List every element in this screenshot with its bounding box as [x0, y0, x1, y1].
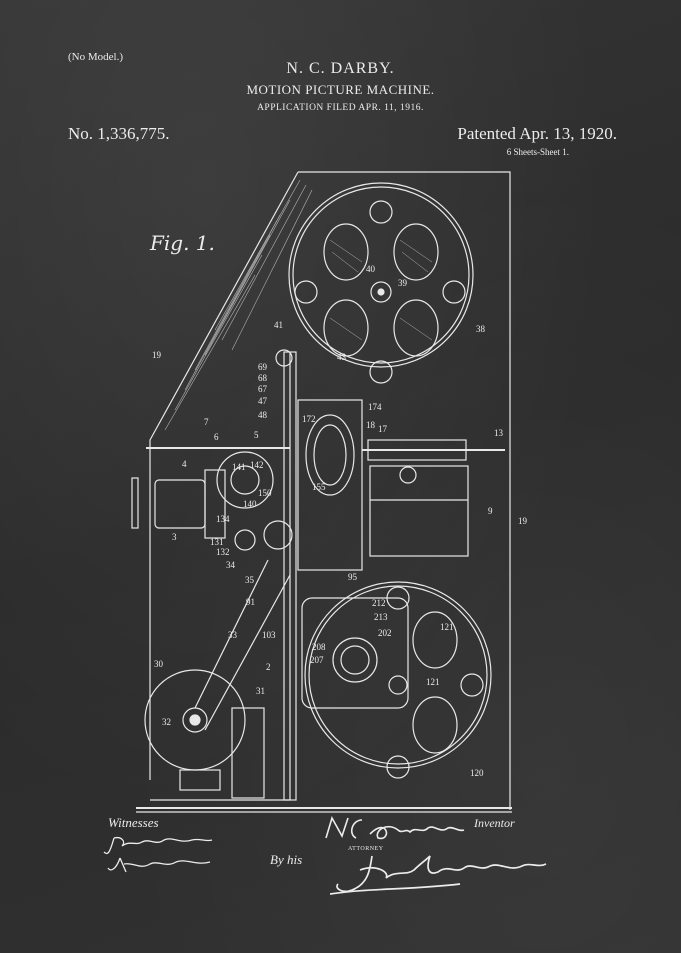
- reference-numerals: 19 7 6 4 5 3 141 142 150 140 134 131 132…: [152, 264, 528, 778]
- ref-num: 140: [243, 499, 257, 509]
- ref-num: 30: [154, 659, 164, 669]
- ref-num: 19: [152, 350, 162, 360]
- ref-num: 19: [518, 516, 528, 526]
- ref-num: 6: [214, 432, 219, 442]
- ref-num: 35: [245, 575, 255, 585]
- ref-num: 172: [302, 414, 316, 424]
- ref-num: 95: [348, 572, 358, 582]
- no-model-note: (No Model.): [68, 51, 123, 63]
- film-gate-housing: [297, 399, 363, 571]
- ref-num: 34: [226, 560, 236, 570]
- ref-num: 4: [182, 459, 187, 469]
- ref-num: 212: [372, 598, 386, 608]
- witness-signatures: [103, 836, 213, 873]
- witnesses-label: Witnesses: [108, 815, 159, 830]
- ref-num: 3: [172, 532, 177, 542]
- ref-num: 202: [378, 628, 392, 638]
- ref-num: 174: [368, 402, 382, 412]
- lower-reel: [304, 581, 492, 779]
- ref-num: 207: [310, 655, 324, 665]
- lamp-housing: [362, 439, 505, 557]
- by-his-label: By his: [270, 852, 303, 867]
- ref-num: 33: [228, 630, 238, 640]
- sheet-info: 6 Sheets-Sheet 1.: [506, 147, 569, 157]
- ref-num: 47: [258, 396, 268, 406]
- attorney-label: ATTORNEY: [348, 846, 384, 852]
- inventor-signature: [325, 815, 465, 840]
- ref-num: 48: [258, 410, 268, 420]
- ref-num: 31: [256, 686, 265, 696]
- ref-num: 7: [204, 417, 209, 427]
- ref-num: 17: [378, 424, 388, 434]
- ref-num: 131: [210, 537, 224, 547]
- ref-num: 9: [488, 506, 493, 516]
- ref-num: 142: [250, 460, 264, 470]
- inventor-label: Inventor: [474, 816, 515, 830]
- ref-num: 2: [266, 662, 271, 672]
- ref-num: 103: [262, 630, 276, 640]
- ref-num: 68: [258, 373, 268, 383]
- patented-date: Patented Apr. 13, 1920.: [457, 124, 617, 143]
- ref-num: 208: [312, 642, 326, 652]
- invention-title: MOTION PICTURE MACHINE.: [246, 82, 435, 97]
- ref-num: 67: [258, 384, 268, 394]
- main-column: [275, 349, 297, 801]
- attorney-signature: [330, 855, 547, 895]
- application-filed: APPLICATION FILED APR. 11, 1916.: [257, 103, 424, 113]
- ref-num: 213: [374, 612, 388, 622]
- patent-number: No. 1,336,775.: [68, 124, 170, 143]
- figure-label: Fig. 1.: [150, 231, 215, 255]
- drive-wheel: [144, 559, 291, 801]
- ref-num: 141: [232, 462, 246, 472]
- ref-num: 134: [216, 514, 230, 524]
- ref-num: 41: [274, 320, 283, 330]
- lower-film-mechanism: [301, 597, 409, 709]
- ref-num: 91: [246, 597, 255, 607]
- ref-num: 38: [476, 324, 486, 334]
- ref-num: 120: [470, 768, 484, 778]
- lens-assembly: [131, 447, 293, 551]
- inventor-name: N. C. DARBY.: [286, 60, 395, 77]
- ref-num: 39: [398, 278, 408, 288]
- ref-num: 150: [258, 488, 272, 498]
- ref-num: 18: [366, 420, 376, 430]
- ref-num: 69: [258, 362, 268, 372]
- ref-num: 43: [337, 352, 347, 362]
- ref-num: 132: [216, 547, 230, 557]
- ref-num: 155: [312, 482, 326, 492]
- ref-num: 121: [426, 677, 440, 687]
- upper-reel: [288, 182, 474, 384]
- ref-num: 121: [440, 622, 454, 632]
- cabinet-outline: [136, 171, 512, 813]
- ref-num: 32: [162, 717, 171, 727]
- ref-num: 13: [494, 428, 504, 438]
- ref-num: 5: [254, 430, 259, 440]
- ref-num: 40: [366, 264, 376, 274]
